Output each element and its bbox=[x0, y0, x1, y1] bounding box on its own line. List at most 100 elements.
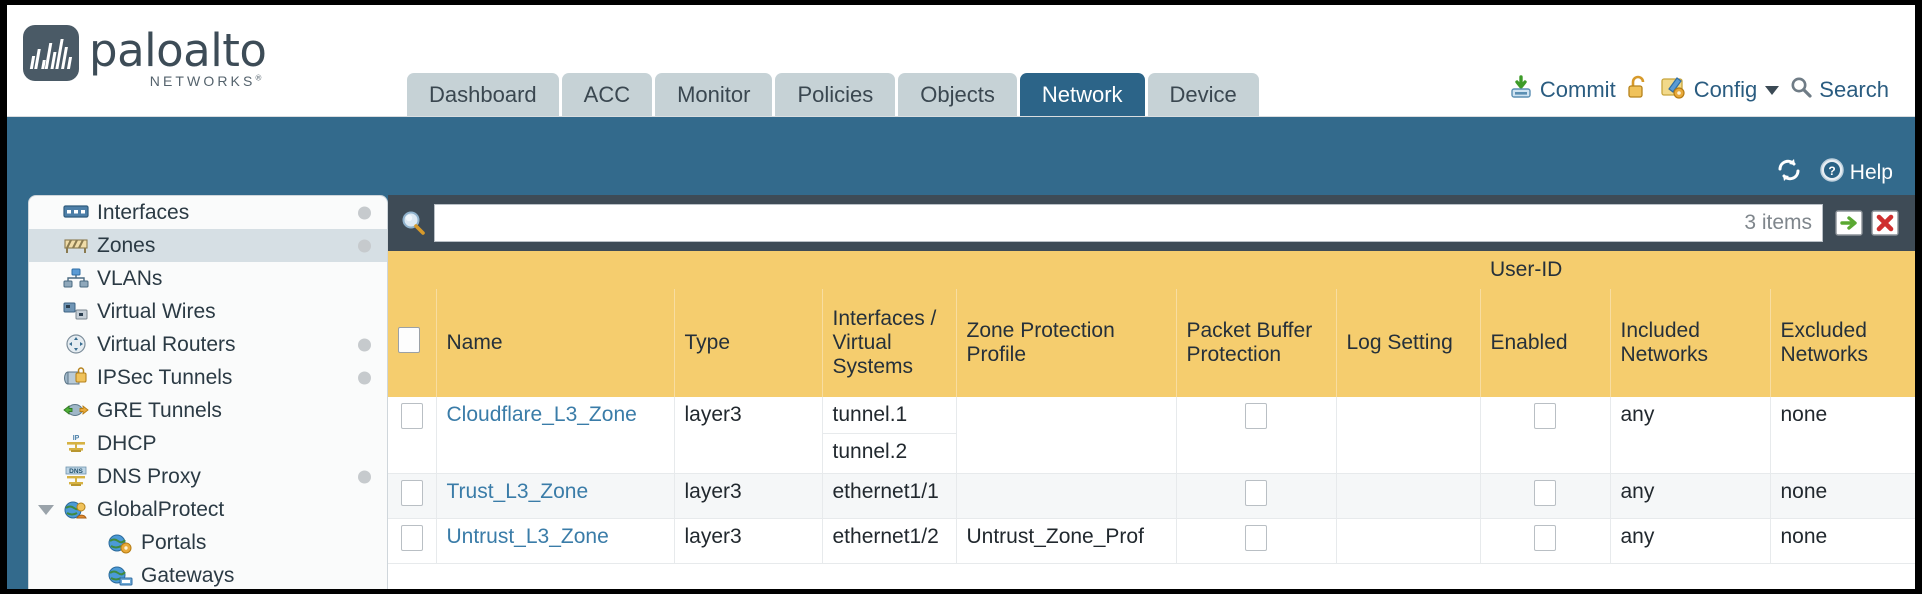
banner-actions: ? Help bbox=[1775, 157, 1893, 189]
cell-interfaces: ethernet1/1 bbox=[822, 473, 957, 519]
sidebar-item-zones[interactable]: Zones bbox=[29, 229, 387, 262]
column-header-type[interactable]: Type bbox=[674, 289, 823, 397]
sidebar: Interfaces Zones bbox=[28, 195, 388, 589]
config-button[interactable]: Config bbox=[1660, 74, 1780, 106]
cell-user-id-enabled[interactable] bbox=[1480, 518, 1611, 564]
sidebar-item-label: Virtual Routers bbox=[97, 332, 236, 356]
sidebar-item-label: Zones bbox=[97, 233, 156, 257]
row-checkbox-cell[interactable] bbox=[388, 397, 437, 474]
table-row[interactable]: Trust_L3_Zone layer3 ethernet1/1 any bbox=[388, 473, 1915, 519]
sidebar-item-gateways[interactable]: Gateways bbox=[29, 559, 387, 589]
tab-objects[interactable]: Objects bbox=[898, 73, 1017, 116]
packet-buffer-checkbox[interactable] bbox=[1245, 479, 1267, 506]
zone-name-link[interactable]: Untrust_L3_Zone bbox=[446, 524, 609, 548]
select-all-checkbox-cell[interactable] bbox=[388, 289, 437, 397]
sidebar-item-ipsec-tunnels[interactable]: IPSec Tunnels bbox=[29, 361, 387, 394]
sidebar-item-label: Virtual Wires bbox=[97, 299, 216, 323]
column-header-packet-buffer-protection[interactable]: Packet Buffer Protection bbox=[1176, 289, 1337, 397]
cell-packet-buffer-protection[interactable] bbox=[1176, 473, 1337, 519]
sidebar-item-virtual-wires[interactable]: Virtual Wires bbox=[29, 295, 387, 328]
cell-name[interactable]: Cloudflare_L3_Zone bbox=[436, 397, 675, 474]
tab-policies[interactable]: Policies bbox=[775, 73, 896, 116]
dns-proxy-icon: DNS bbox=[63, 466, 89, 488]
blue-banner: ? Help bbox=[7, 117, 1915, 195]
table-row[interactable]: Untrust_L3_Zone layer3 ethernet1/2 Untru… bbox=[388, 518, 1915, 564]
table-row[interactable]: Cloudflare_L3_Zone layer3 tunnel.1 tunne… bbox=[388, 397, 1915, 474]
select-all-checkbox[interactable] bbox=[398, 327, 420, 353]
cell-packet-buffer-protection[interactable] bbox=[1176, 518, 1337, 564]
content-panel: 3 items bbox=[388, 195, 1915, 589]
cell-user-id-enabled[interactable] bbox=[1480, 473, 1611, 519]
clear-filter-button[interactable] bbox=[1867, 205, 1903, 241]
zone-name-link[interactable]: Trust_L3_Zone bbox=[446, 479, 589, 503]
search-input[interactable]: 3 items bbox=[434, 204, 1823, 242]
user-id-enabled-checkbox[interactable] bbox=[1534, 479, 1556, 506]
commit-label: Commit bbox=[1539, 77, 1616, 102]
search-button[interactable]: Search bbox=[1789, 75, 1889, 105]
filter-search-icon[interactable] bbox=[396, 206, 430, 240]
cell-type: layer3 bbox=[674, 518, 823, 564]
gateways-icon bbox=[107, 565, 133, 587]
sidebar-item-portals[interactable]: Portals bbox=[29, 526, 387, 559]
column-header-name[interactable]: Name bbox=[436, 289, 675, 397]
tab-dashboard[interactable]: Dashboard bbox=[407, 73, 559, 116]
column-header-zone-protection-profile[interactable]: Zone Protection Profile bbox=[956, 289, 1177, 397]
sidebar-item-dns-proxy[interactable]: DNS DNS Proxy bbox=[29, 460, 387, 493]
chevron-down-icon[interactable] bbox=[38, 504, 54, 515]
sidebar-item-interfaces[interactable]: Interfaces bbox=[29, 196, 387, 229]
dhcp-icon: IP bbox=[63, 433, 89, 455]
unlock-icon bbox=[1626, 74, 1650, 106]
row-checkbox[interactable] bbox=[400, 403, 423, 429]
cell-name[interactable]: Untrust_L3_Zone bbox=[436, 518, 675, 564]
interface-item: tunnel.1 bbox=[822, 397, 956, 434]
lock-button[interactable] bbox=[1626, 74, 1650, 106]
zone-name-link[interactable]: Cloudflare_L3_Zone bbox=[446, 403, 637, 426]
cell-packet-buffer-protection[interactable] bbox=[1176, 397, 1337, 474]
cell-log-setting bbox=[1336, 473, 1481, 519]
sidebar-item-label: Interfaces bbox=[97, 200, 190, 224]
cell-zone-protection-profile bbox=[956, 473, 1177, 519]
zones-table: User-ID Name Type Interfaces / Virtual S… bbox=[388, 251, 1915, 564]
item-count: 3 items bbox=[1744, 211, 1812, 234]
body-area: Interfaces Zones bbox=[7, 195, 1915, 589]
sidebar-item-dhcp[interactable]: IP DHCP bbox=[29, 427, 387, 460]
row-checkbox[interactable] bbox=[400, 524, 423, 551]
table-group-header-row: User-ID bbox=[388, 251, 1915, 289]
commit-button[interactable]: Commit bbox=[1508, 74, 1616, 106]
row-checkbox[interactable] bbox=[400, 479, 423, 506]
cell-included-networks: any bbox=[1610, 518, 1771, 564]
row-checkbox-cell[interactable] bbox=[388, 518, 437, 564]
paloalto-logo: paloalto NETWORKS® bbox=[23, 25, 267, 89]
packet-buffer-checkbox[interactable] bbox=[1245, 403, 1267, 429]
sidebar-item-globalprotect[interactable]: GlobalProtect bbox=[29, 493, 387, 526]
sidebar-item-virtual-routers[interactable]: Virtual Routers bbox=[29, 328, 387, 361]
column-header-interfaces[interactable]: Interfaces / Virtual Systems bbox=[822, 289, 957, 397]
tab-acc[interactable]: ACC bbox=[561, 73, 653, 116]
main-tabs[interactable]: Dashboard ACC Monitor Policies Objects N… bbox=[407, 73, 1259, 116]
column-header-excluded-networks[interactable]: Excluded Networks bbox=[1770, 289, 1915, 397]
help-button[interactable]: ? Help bbox=[1819, 157, 1893, 189]
cell-name[interactable]: Trust_L3_Zone bbox=[436, 473, 675, 519]
sidebar-item-label: DNS Proxy bbox=[97, 464, 201, 488]
svg-text:DNS: DNS bbox=[69, 468, 83, 475]
apply-filter-button[interactable] bbox=[1831, 205, 1867, 241]
user-id-enabled-checkbox[interactable] bbox=[1534, 524, 1556, 551]
sidebar-item-gre-tunnels[interactable]: GRE Tunnels bbox=[29, 394, 387, 427]
column-header-log-setting[interactable]: Log Setting bbox=[1336, 289, 1481, 397]
sidebar-item-vlans[interactable]: VLANs bbox=[29, 262, 387, 295]
column-header-included-networks[interactable]: Included Networks bbox=[1610, 289, 1771, 397]
search-icon bbox=[1789, 75, 1813, 105]
sidebar-item-label: GRE Tunnels bbox=[97, 398, 222, 422]
tab-monitor[interactable]: Monitor bbox=[655, 73, 773, 116]
column-header-enabled[interactable]: Enabled bbox=[1480, 289, 1611, 397]
cell-user-id-enabled[interactable] bbox=[1480, 397, 1611, 474]
row-checkbox-cell[interactable] bbox=[388, 473, 437, 519]
tab-device[interactable]: Device bbox=[1147, 73, 1259, 116]
refresh-icon[interactable] bbox=[1775, 157, 1803, 189]
user-id-enabled-checkbox[interactable] bbox=[1534, 403, 1556, 429]
chevron-down-icon[interactable] bbox=[1765, 85, 1780, 95]
packet-buffer-checkbox[interactable] bbox=[1245, 524, 1267, 551]
cell-interfaces: tunnel.1 tunnel.2 bbox=[822, 397, 957, 474]
tab-network[interactable]: Network bbox=[1019, 73, 1145, 116]
gre-tunnels-icon bbox=[63, 400, 89, 422]
